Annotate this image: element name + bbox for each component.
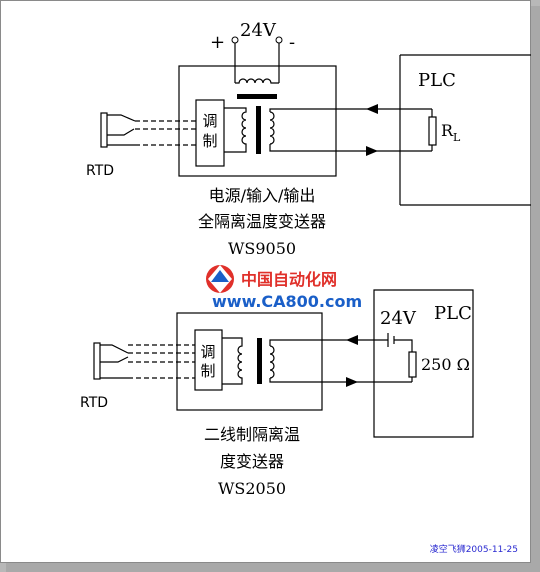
current2-arrow-in — [346, 335, 358, 345]
sense-resistor — [408, 351, 417, 378]
supply-plus-terminal — [231, 36, 239, 44]
modulator-box-2 — [194, 329, 223, 391]
model-ws9050: WS9050 — [228, 239, 296, 258]
rtd-dashed-leads — [135, 120, 196, 146]
transformer-secondary-coil — [269, 111, 275, 145]
watermark-cn: 中国自动化网 — [241, 270, 337, 289]
transformer-primary-coil — [224, 107, 247, 153]
rtd-leads-left — [101, 114, 136, 136]
transformer2-primary-coil — [222, 337, 243, 385]
diagram-ws9050: + 24V - 调 制 RTD PLC RL — [86, 20, 531, 258]
secondary2-leads — [269, 339, 322, 383]
rtd2-leads-left — [96, 344, 129, 363]
secondary-leads — [269, 108, 336, 152]
rtd2-dashed-leads — [128, 344, 195, 379]
caption2-line-1: 二线制隔离温 — [204, 425, 300, 444]
modulator2-label-1: 调 — [200, 343, 215, 361]
caption-line-2: 全隔离温度变送器 — [198, 212, 326, 231]
plc-label-bottom: PLC — [434, 303, 472, 324]
rtd-label: RTD — [86, 163, 114, 179]
supply-voltage-label: 24V — [240, 20, 277, 41]
modulator2-label-2: 制 — [200, 362, 215, 380]
watermark-url: www.CA800.com — [212, 292, 362, 311]
load-resistor — [428, 116, 437, 146]
footer-credit: 凌空飞狮2005-11-25 — [430, 543, 518, 555]
supply-leads — [234, 43, 280, 83]
transmitter-box-2 — [176, 312, 323, 411]
plc-label-top: PLC — [418, 70, 456, 91]
caption-line-1: 电源/输入/输出 — [209, 186, 316, 205]
plc-box-bottom — [373, 289, 474, 438]
transformer2-core — [257, 338, 262, 384]
modulator-label-2: 制 — [202, 132, 217, 150]
load-label-main: R — [441, 121, 454, 140]
transformer2-secondary-coil — [269, 345, 275, 379]
modulator-label-1: 调 — [202, 112, 217, 130]
diagram-frame — [0, 0, 531, 563]
load-label: RL — [441, 121, 461, 144]
watermark-logo-icon — [206, 265, 234, 293]
model-ws2050: WS2050 — [218, 479, 286, 498]
caption2-line-2: 度变送器 — [220, 452, 284, 471]
frame-shadow-right — [531, 6, 540, 572]
supply-core-bar — [237, 94, 277, 99]
diagram-ws2050: 调 制 RTD 24V 250 Ω PLC 二线制隔离温 度变送器 WS2050 — [80, 289, 474, 498]
watermark: 中国自动化网 www.CA800.com — [206, 265, 362, 311]
supply-minus-sign: - — [289, 32, 295, 53]
supply-plus-sign: + — [210, 32, 225, 53]
current-arrow-out — [366, 146, 378, 156]
supply-minus-terminal — [275, 36, 283, 44]
transformer-core — [256, 106, 261, 154]
current2-arrow-out — [346, 377, 358, 387]
plc-box-top — [399, 54, 531, 206]
frame-shadow-bottom — [6, 563, 540, 572]
supply-coil — [235, 78, 279, 84]
rtd2-label: RTD — [80, 395, 108, 411]
load-label-subscript: L — [453, 131, 461, 144]
sense-resistor-label: 250 Ω — [421, 355, 470, 374]
rtd2-sensor — [93, 342, 101, 380]
modulator-box — [195, 99, 225, 167]
supply2-voltage-label: 24V — [380, 308, 417, 329]
current-arrow-in — [366, 104, 378, 114]
rtd-sensor — [100, 112, 108, 148]
